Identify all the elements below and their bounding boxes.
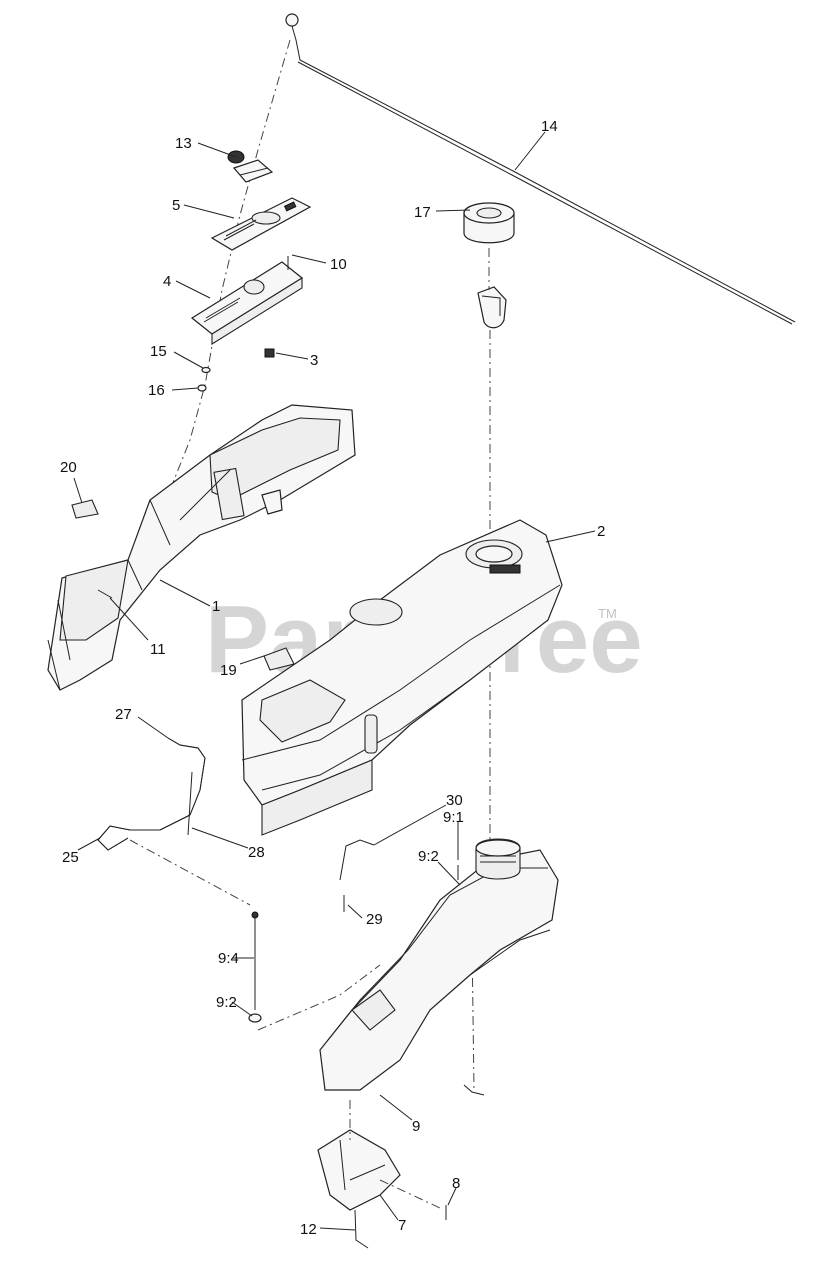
part-14-rod[interactable] (285, 13, 796, 325)
callout-12[interactable]: 12 (300, 1221, 317, 1238)
callout-15[interactable]: 15 (150, 343, 167, 360)
part-4-plate[interactable] (190, 261, 304, 345)
part-13-knob[interactable] (227, 150, 274, 183)
part-19-pad[interactable] (263, 647, 295, 671)
part-30-line[interactable] (339, 839, 375, 881)
part-7-bracket[interactable] (317, 1129, 401, 1211)
callout-5[interactable]: 5 (172, 197, 180, 214)
part-20-pad[interactable] (71, 499, 99, 519)
part-9-fuel-tank[interactable] (319, 838, 559, 1091)
part-1-left-console[interactable] (47, 404, 356, 691)
part-9-4-tube[interactable] (251, 911, 259, 1010)
callout-8[interactable]: 8 (452, 1175, 460, 1192)
part-27-hose[interactable] (167, 737, 206, 816)
callout-14[interactable]: 14 (541, 118, 558, 135)
callout-30[interactable]: 30 (446, 792, 463, 809)
callout-28[interactable]: 28 (248, 844, 265, 861)
callout-7[interactable]: 7 (398, 1217, 406, 1234)
callout-1[interactable]: 1 (212, 598, 220, 615)
watermark-tm: TM (598, 606, 617, 621)
callout-9-2-top[interactable]: 9:2 (418, 848, 439, 865)
part-16-nut[interactable] (197, 384, 207, 392)
callout-16[interactable]: 16 (148, 382, 165, 399)
part-11-insert[interactable] (97, 589, 113, 599)
part-12-drain[interactable] (354, 1209, 369, 1249)
part-15-washer[interactable] (201, 366, 211, 374)
part-5-plate[interactable] (210, 197, 312, 251)
callout-10[interactable]: 10 (330, 256, 347, 273)
callout-17[interactable]: 17 (414, 204, 431, 221)
callout-13[interactable]: 13 (175, 135, 192, 152)
leader-lines (73, 131, 596, 1231)
callout-3[interactable]: 3 (310, 352, 318, 369)
callout-9-2-bottom[interactable]: 9:2 (216, 994, 237, 1011)
callout-9-1[interactable]: 9:1 (443, 809, 464, 826)
callout-2[interactable]: 2 (597, 523, 605, 540)
callout-20[interactable]: 20 (60, 459, 77, 476)
callout-11[interactable]: 11 (150, 641, 166, 658)
callout-29[interactable]: 29 (366, 911, 383, 928)
part-17-fuel-cap[interactable] (463, 202, 515, 329)
callout-9[interactable]: 9 (412, 1118, 420, 1135)
part-28-clip[interactable] (187, 771, 193, 836)
callout-9-4[interactable]: 9:4 (218, 950, 239, 967)
callout-27[interactable]: 27 (115, 706, 132, 723)
part-2-right-console[interactable] (241, 519, 563, 836)
part-25-hose[interactable] (97, 814, 191, 851)
callout-25[interactable]: 25 (62, 849, 79, 866)
part-3-clip[interactable] (264, 348, 275, 358)
callout-4[interactable]: 4 (163, 273, 171, 290)
callout-19[interactable]: 19 (220, 662, 237, 679)
